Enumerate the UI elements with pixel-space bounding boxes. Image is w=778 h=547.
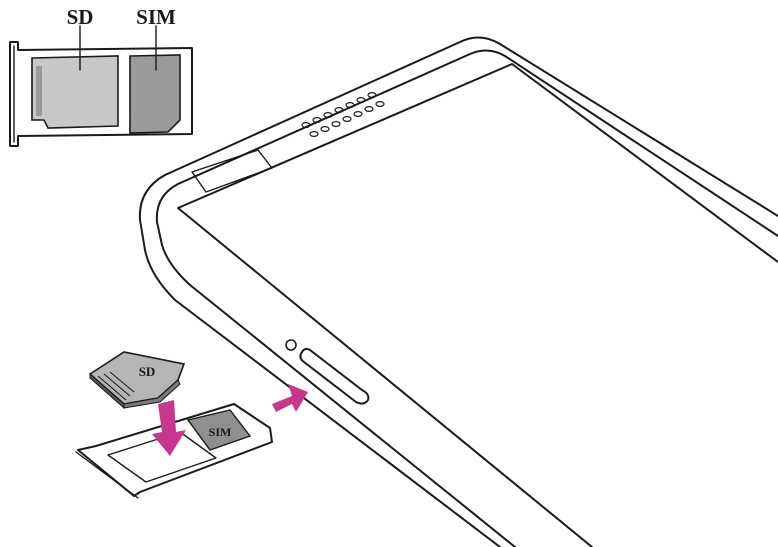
inset-sim-card [129,54,181,134]
phone [138,36,778,547]
sensor-window [191,149,273,193]
tray-sim-card: SIM [186,409,252,451]
push-direction-arrow-icon [272,384,308,412]
sd-card: SD [88,351,186,410]
speaker-grille-icon [301,91,385,138]
phone-bezel [155,49,778,547]
sd-card-label: SD [139,364,156,379]
card-slot [299,347,370,405]
inset-sim-label: SIM [136,5,176,29]
phone-outer-frame [138,36,778,547]
insert-direction-arrow-icon [152,400,186,456]
pin-hole-icon [285,339,297,351]
tray-inset: SD SIM [9,5,193,147]
card-tray: SIM [75,403,273,499]
phone-screen [177,63,778,547]
inset-sd-label: SD [67,5,94,29]
inset-sd-card [31,55,119,129]
tray-sim-label: SIM [209,425,232,439]
tray-sd-slot [107,431,217,483]
